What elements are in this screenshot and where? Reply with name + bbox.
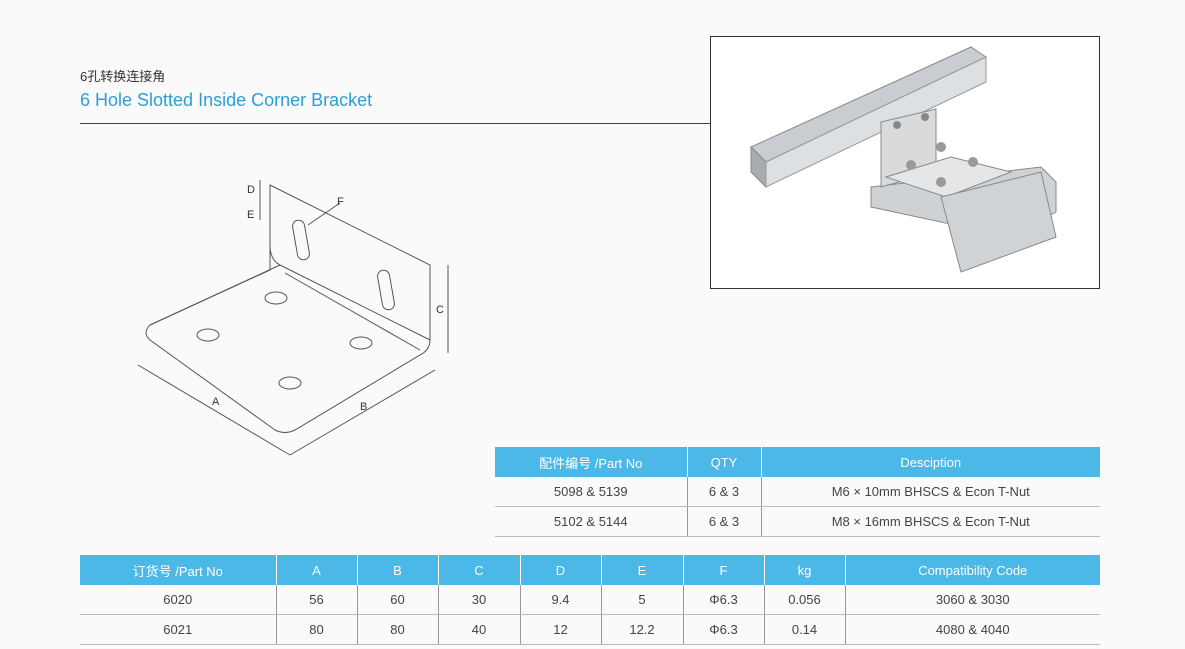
header-cell: 订货号 /Part No	[80, 555, 276, 585]
cell: 30	[437, 585, 520, 615]
technical-drawing: D E F C A B	[137, 180, 449, 456]
header-description: Desciption	[760, 447, 1100, 477]
header-cell: Compatibility Code	[844, 555, 1100, 585]
header-cell: A	[275, 555, 357, 585]
label-e: E	[247, 209, 254, 221]
cell: Φ6.3	[682, 614, 764, 645]
cell: 56	[275, 585, 357, 615]
bracket-assembly-illustration	[750, 46, 1057, 273]
header-cell: B	[356, 555, 438, 585]
table-row: 5098 & 5139 6 & 3 M6 × 10mm BHSCS & Econ…	[495, 477, 1100, 507]
product-photo	[710, 36, 1100, 289]
header-cell: F	[682, 555, 764, 585]
fastener-table: 配件编号 /Part No QTY Desciption 5098 & 5139…	[495, 447, 1100, 537]
label-d: D	[247, 184, 255, 196]
cell: 6 & 3	[686, 477, 761, 507]
cell: 5102 & 5144	[495, 506, 687, 537]
cell: M6 × 10mm BHSCS & Econ T-Nut	[760, 477, 1100, 507]
cell: 9.4	[519, 585, 601, 615]
cell: 6020	[80, 585, 276, 615]
label-f: F	[337, 196, 344, 208]
label-b: B	[360, 401, 367, 413]
header-cell: C	[437, 555, 520, 585]
cell: 0.14	[763, 614, 845, 645]
cell: M8 × 16mm BHSCS & Econ T-Nut	[760, 506, 1100, 537]
label-a: A	[212, 396, 220, 408]
cell: 6021	[80, 614, 276, 645]
cell: 12	[519, 614, 601, 645]
table-row: 5102 & 5144 6 & 3 M8 × 16mm BHSCS & Econ…	[495, 506, 1100, 537]
cell: 12.2	[600, 614, 683, 645]
header-qty: QTY	[686, 447, 761, 477]
cell: 40	[437, 614, 520, 645]
title-chinese: 6孔转换连接角	[80, 69, 166, 84]
cell: 0.056	[763, 585, 845, 615]
cell: 3060 & 3030	[844, 585, 1100, 615]
table-header-row: 配件编号 /Part No QTY Desciption	[495, 447, 1100, 477]
cell: 6 & 3	[686, 506, 761, 537]
header-part-no: 配件编号 /Part No	[495, 447, 687, 477]
cell: 4080 & 4040	[844, 614, 1100, 645]
label-c: C	[436, 304, 444, 316]
header-cell: D	[519, 555, 601, 585]
title-divider	[80, 123, 710, 124]
title-english: 6 Hole Slotted Inside Corner Bracket	[80, 90, 373, 110]
header-cell: kg	[763, 555, 845, 585]
cell: Φ6.3	[682, 585, 764, 615]
cell: 60	[356, 585, 438, 615]
header-cell: E	[600, 555, 683, 585]
cell: 5	[600, 585, 683, 615]
cell: 80	[356, 614, 438, 645]
cell: 5098 & 5139	[495, 477, 687, 507]
cell: 80	[275, 614, 357, 645]
